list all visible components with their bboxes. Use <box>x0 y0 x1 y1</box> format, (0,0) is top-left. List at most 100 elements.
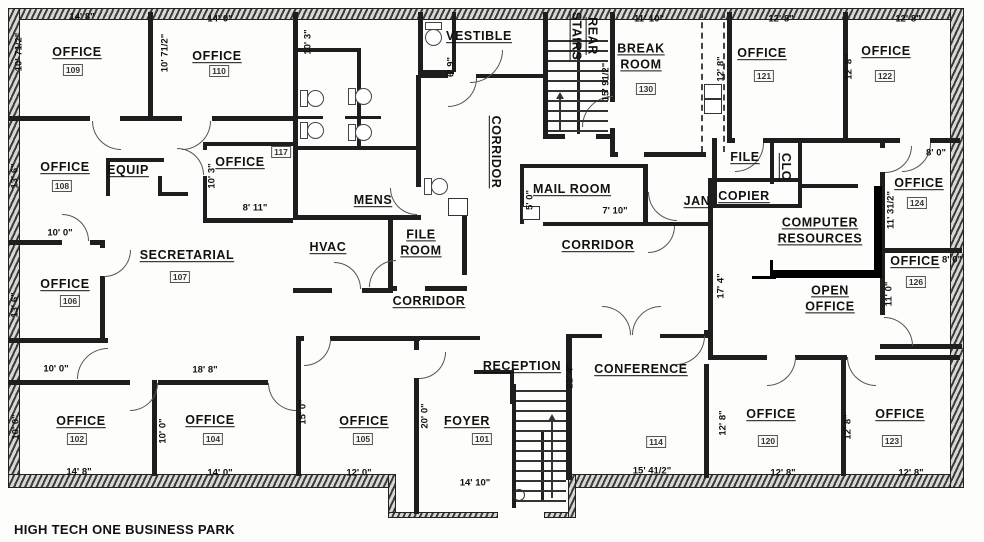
interior-wall <box>203 142 207 150</box>
interior-wall <box>644 152 706 157</box>
room-label: VESTIBLE <box>446 29 512 45</box>
fixture-icon <box>448 198 468 216</box>
interior-wall <box>510 370 514 404</box>
dimension-label: 20' 0" <box>419 403 431 429</box>
dimension-label: 11' 0" <box>883 281 895 307</box>
stair-arrow-head-icon <box>556 92 564 99</box>
room-label: OFFICE <box>894 176 943 192</box>
interior-wall <box>520 164 647 168</box>
interior-wall <box>875 355 960 360</box>
interior-wall <box>418 336 480 340</box>
room-label-line: OFFICE <box>805 299 855 313</box>
interior-wall <box>727 12 732 138</box>
room-number-tag: 121 <box>753 70 775 82</box>
room-label-text: OFFICE <box>185 413 235 428</box>
toilet-icon <box>424 176 450 196</box>
room-label: MENS <box>354 193 393 209</box>
door-arc-icon <box>632 306 661 335</box>
room-label-text: MENS <box>353 193 393 208</box>
fixture-icon <box>704 84 722 99</box>
door-arc-icon <box>884 317 913 346</box>
interior-wall <box>770 138 774 184</box>
room-label-text: CORRIDOR <box>488 115 503 189</box>
room-label-text: CORRIDOR <box>392 294 466 309</box>
stair-step <box>548 90 608 92</box>
room-number-tag: 110 <box>209 65 229 77</box>
dimension-label: 10' 0" <box>43 363 69 375</box>
interior-wall <box>203 142 293 146</box>
room-label: COPIER <box>718 189 770 205</box>
stair-arrow <box>551 420 553 498</box>
exterior-wall <box>388 474 396 518</box>
room-label-text: OFFICE <box>215 155 265 170</box>
dimension-label: 14' 8" <box>66 466 92 478</box>
room-label: OFFICE <box>875 407 924 423</box>
stair-step <box>548 60 608 62</box>
room-label-text: OFFICE <box>192 49 242 64</box>
door-arc-icon <box>847 357 876 386</box>
interior-wall <box>512 384 516 508</box>
stair-step <box>548 80 608 82</box>
dimension-label: 5' 0" <box>524 190 536 210</box>
room-label: OFFICE <box>40 277 89 293</box>
room-number-tag: 126 <box>905 276 927 288</box>
room-label-text: OFFICE <box>56 414 106 429</box>
title-line-1: HIGH TECH ONE BUSINESS PARK <box>14 522 235 537</box>
interior-wall <box>388 215 393 290</box>
dashed-chase-wall <box>701 12 703 152</box>
room-label-text: EQUIP <box>107 163 149 178</box>
dimension-label: 17' 4" <box>715 273 727 299</box>
room-label-text: CONFERENCE <box>594 362 688 377</box>
room-label-text: HVAC <box>309 240 347 255</box>
interior-wall <box>462 215 467 275</box>
room-number-tag: 102 <box>66 433 88 445</box>
room-label: HVAC <box>310 240 347 256</box>
dimension-label: 12' 8" <box>715 56 727 82</box>
room-label: OFFICE <box>56 414 105 430</box>
door-arc-icon <box>104 250 131 277</box>
door-arc-icon <box>419 352 446 379</box>
interior-wall <box>712 178 802 182</box>
room-label-text: OFFICE <box>890 254 940 269</box>
room-label-text: CLO <box>778 152 793 182</box>
stair-step <box>516 460 566 462</box>
interior-wall <box>610 152 618 157</box>
interior-wall <box>704 364 709 478</box>
stair-step <box>548 50 608 52</box>
interior-wall <box>543 134 565 139</box>
interior-wall <box>841 355 846 476</box>
interior-wall <box>541 432 544 502</box>
room-label: OFFICE <box>339 414 388 430</box>
interior-wall <box>293 12 298 217</box>
door-arc-icon <box>767 357 796 386</box>
room-number-tag: 105 <box>352 433 374 445</box>
exterior-wall <box>8 8 20 486</box>
door-arc-icon <box>602 306 631 335</box>
room-label: EQUIP <box>107 163 149 179</box>
stair-step <box>516 480 566 482</box>
interior-wall <box>418 74 448 78</box>
door-arc-icon <box>268 383 296 411</box>
toilet-bowl <box>425 29 442 46</box>
dimension-label: 14' 0" <box>207 467 233 479</box>
interior-wall <box>596 134 613 139</box>
room-label-text: OFFICE <box>339 414 389 429</box>
room-label: OFFICE <box>40 160 89 176</box>
dimension-label: 8' 11" <box>242 202 268 214</box>
room-label: OFFICE <box>215 155 264 171</box>
dashed-chase-wall <box>723 12 725 152</box>
interior-wall <box>474 370 514 374</box>
room-label-text: OFFICE <box>52 45 102 60</box>
dimension-label: 12' 8" <box>895 13 921 25</box>
interior-wall <box>388 286 397 291</box>
interior-wall <box>293 48 361 52</box>
room-label-line: OPEN <box>811 283 849 298</box>
room-label-text: VESTIBLE <box>446 29 512 44</box>
interior-wall <box>880 344 962 349</box>
room-label: CLO <box>777 153 793 181</box>
partition-thick-wall <box>770 270 882 278</box>
interior-wall <box>8 116 90 121</box>
room-label-text: RECEPTION <box>482 359 562 374</box>
interior-wall <box>297 116 323 119</box>
interior-wall <box>8 380 130 385</box>
